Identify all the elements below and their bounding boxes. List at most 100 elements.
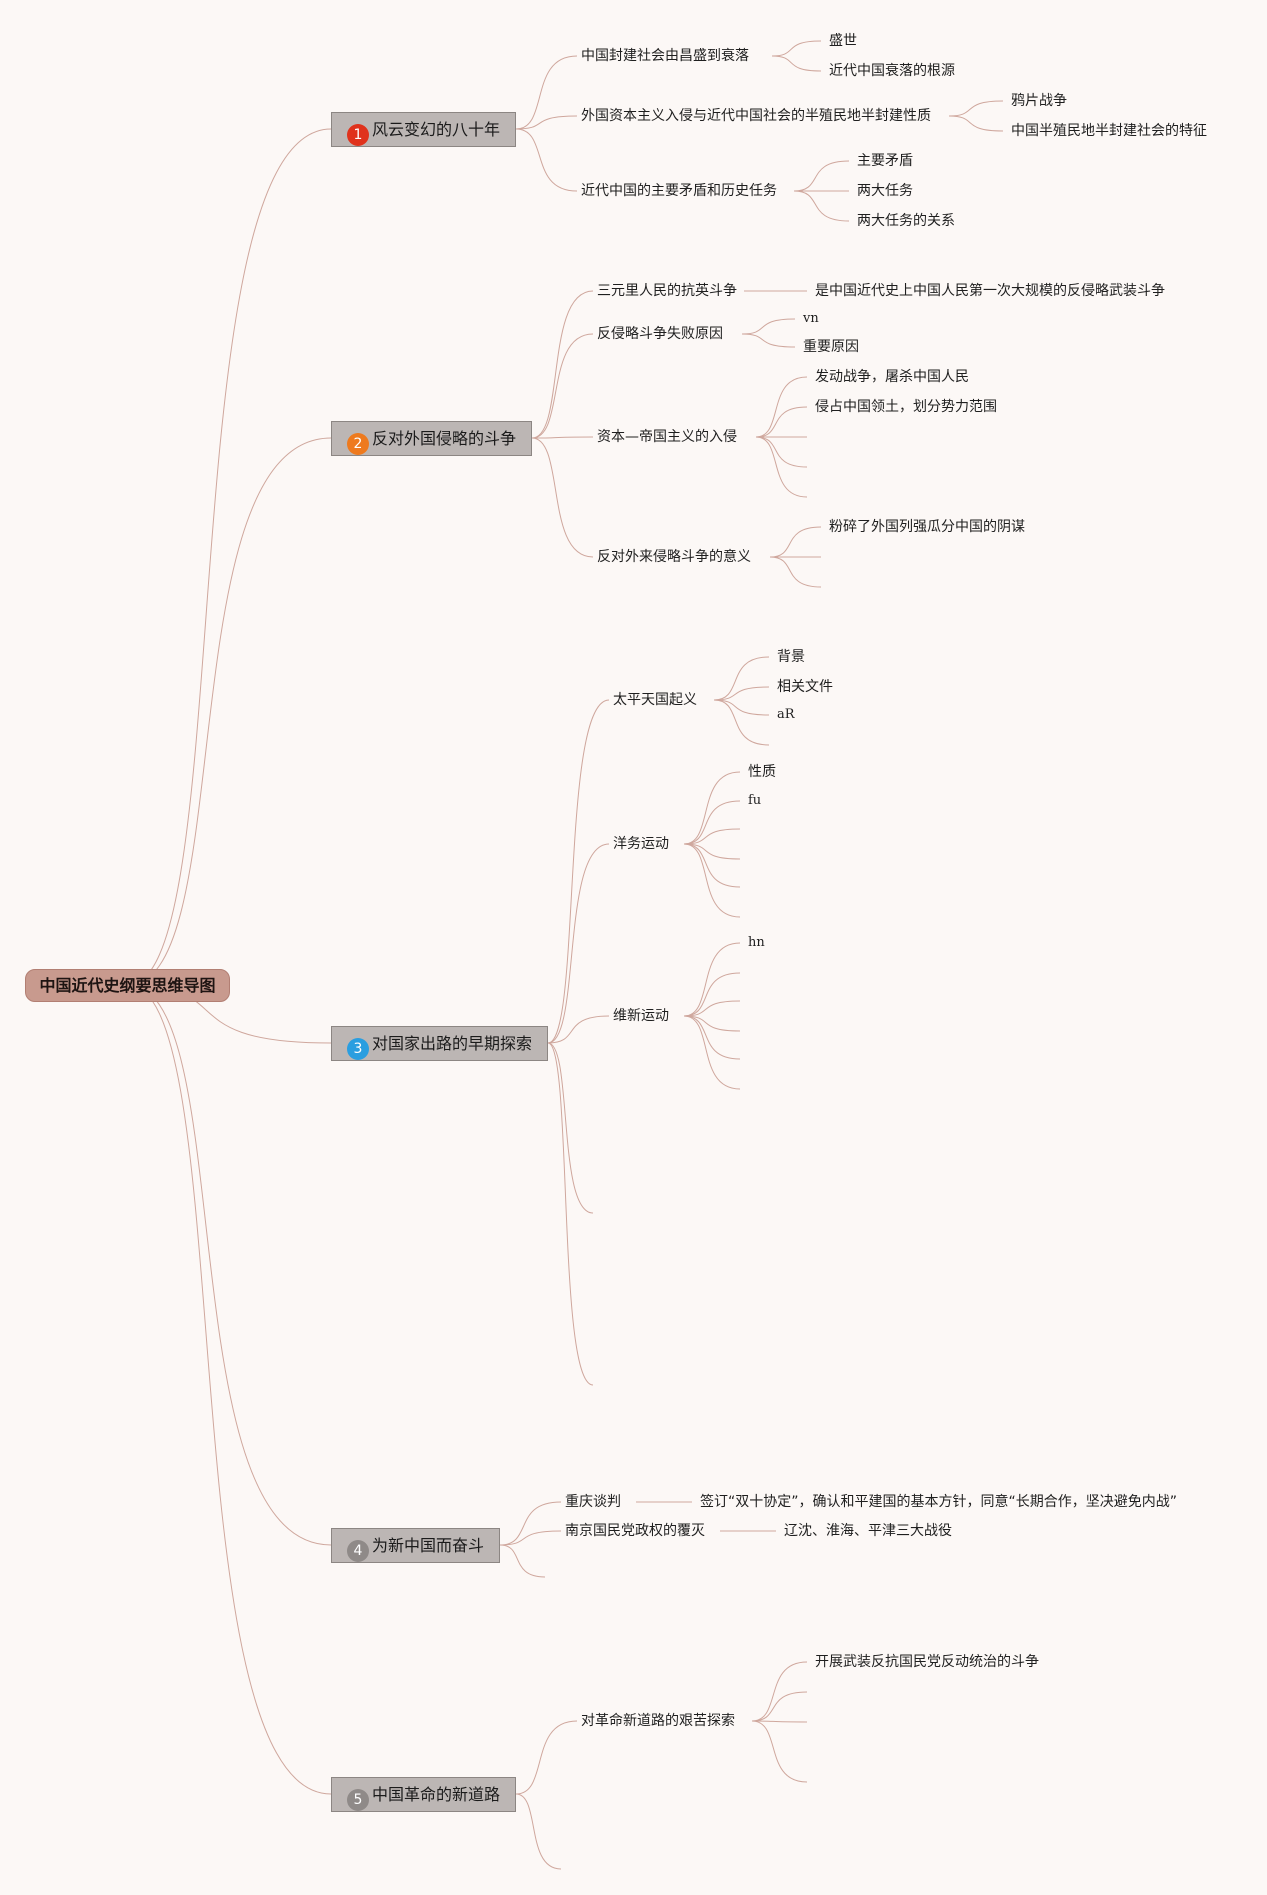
link-topic-1-1-leaf-2 bbox=[771, 55, 822, 72]
topic-node-4-2[interactable]: 南京国民党政权的覆灭 bbox=[565, 1523, 705, 1539]
topic-node-5-1[interactable]: 对革命新道路的艰苦探索 bbox=[581, 1713, 735, 1729]
link-chapter-2-topic-1 bbox=[531, 290, 594, 439]
leaf-node-1-2-1[interactable]: 鸦片战争 bbox=[1011, 93, 1067, 109]
leaf-node-3-1-1[interactable]: 背景 bbox=[777, 649, 805, 665]
leaf-node-1-3-1[interactable]: 主要矛盾 bbox=[857, 153, 913, 169]
link-topic-2-3-leaf-2 bbox=[755, 406, 808, 438]
link-topic-1-3-leaf-3 bbox=[793, 190, 850, 222]
leaf-node-5-1-1[interactable]: 开展武装反抗国民党反动统治的斗争 bbox=[815, 1654, 1039, 1670]
number-badge-icon: 3 bbox=[347, 1038, 369, 1060]
link-topic-3-1-leaf-2 bbox=[713, 686, 770, 701]
link-topic-1-1-leaf-1 bbox=[771, 40, 822, 57]
link-chapter-1-topic-2 bbox=[515, 115, 578, 130]
topic-node-3-3[interactable]: 维新运动 bbox=[613, 1008, 669, 1024]
number-badge-icon: 1 bbox=[347, 124, 369, 146]
link-topic-3-2-leaf-1 bbox=[683, 771, 741, 845]
link-chapter-2-topic-4 bbox=[531, 437, 594, 558]
topic-node-2-1[interactable]: 三元里人民的抗英斗争 bbox=[597, 283, 737, 299]
link-topic-3-2-leaf-4 bbox=[683, 843, 741, 860]
leaf-node-3-1-3[interactable]: aR bbox=[777, 707, 795, 722]
topic-node-1-1[interactable]: 中国封建社会由昌盛到衰落 bbox=[581, 48, 749, 64]
link-topic-2-3-leaf-1 bbox=[755, 376, 808, 438]
topic-node-3-2[interactable]: 洋务运动 bbox=[613, 836, 669, 852]
topic-node-4-1[interactable]: 重庆谈判 bbox=[565, 1494, 621, 1510]
link-topic-2-2-leaf-2 bbox=[741, 333, 796, 348]
leaf-node-2-3-1[interactable]: 发动战争，屠杀中国人民 bbox=[815, 369, 969, 385]
leaf-node-3-3-1[interactable]: hn bbox=[748, 935, 765, 950]
leaf-node-2-2-2[interactable]: 重要原因 bbox=[803, 339, 859, 355]
link-topic-3-3-leaf-3 bbox=[683, 1000, 741, 1017]
link-topic-3-2-leaf-2 bbox=[683, 800, 741, 845]
link-topic-2-3-leaf-4 bbox=[755, 436, 808, 468]
link-chapter-2-topic-3 bbox=[531, 436, 594, 439]
link-topic-5-1-leaf-3 bbox=[751, 1720, 808, 1723]
leaf-node-2-2-1[interactable]: vn bbox=[803, 311, 819, 326]
chapter-title: 为新中国而奋斗 bbox=[372, 1536, 485, 1555]
chapter-title: 风云变幻的八十年 bbox=[372, 120, 501, 139]
chapter-title: 对国家出路的早期探索 bbox=[372, 1034, 533, 1053]
number-badge-icon: 5 bbox=[347, 1789, 369, 1811]
link-root-chapter-5 bbox=[127, 984, 332, 1795]
link-topic-1-2-leaf-1 bbox=[948, 100, 1004, 117]
leaf-node-2-3-2[interactable]: 侵占中国领土，划分势力范围 bbox=[815, 399, 997, 415]
root-node[interactable]: 中国近代史纲要思维导图 bbox=[25, 969, 230, 1002]
leaf-node-3-2-1[interactable]: 性质 bbox=[748, 764, 776, 780]
link-topic-3-2-leaf-5 bbox=[683, 843, 741, 888]
leaf-node-2-1-1[interactable]: 是中国近代史上中国人民第一次大规模的反侵略武装斗争 bbox=[815, 283, 1165, 299]
link-topic-3-3-leaf-2 bbox=[683, 972, 741, 1017]
leaf-node-1-3-2[interactable]: 两大任务 bbox=[857, 183, 913, 199]
leaf-node-3-1-2[interactable]: 相关文件 bbox=[777, 679, 833, 695]
topic-node-1-2[interactable]: 外国资本主义入侵与近代中国社会的半殖民地半封建性质 bbox=[581, 108, 931, 124]
leaf-node-4-1-1[interactable]: 签订“双十协定”，确认和平建国的基本方针，同意“长期合作，坚决避免内战” bbox=[700, 1494, 1178, 1510]
link-chapter-3-topic-5 bbox=[547, 1042, 594, 1386]
leaf-node-1-1-1[interactable]: 盛世 bbox=[829, 33, 857, 49]
link-topic-2-4-leaf-1 bbox=[769, 526, 822, 558]
link-chapter-3-topic-3 bbox=[547, 1015, 610, 1044]
chapter-title: 反对外国侵略的斗争 bbox=[372, 429, 517, 448]
number-badge-icon: 4 bbox=[347, 1540, 369, 1562]
link-topic-3-3-leaf-5 bbox=[683, 1015, 741, 1060]
topic-node-3-1[interactable]: 太平天国起义 bbox=[613, 692, 697, 708]
link-chapter-2-topic-2 bbox=[531, 333, 594, 439]
leaf-node-1-1-2[interactable]: 近代中国衰落的根源 bbox=[829, 63, 955, 79]
leaf-node-4-2-1[interactable]: 辽沈、淮海、平津三大战役 bbox=[784, 1523, 952, 1539]
chapter-title: 中国革命的新道路 bbox=[372, 1785, 501, 1804]
topic-node-2-2[interactable]: 反侵略斗争失败原因 bbox=[597, 326, 723, 342]
link-chapter-3-topic-1 bbox=[547, 699, 610, 1044]
link-topic-2-4-leaf-3 bbox=[769, 556, 822, 588]
link-topic-1-2-leaf-2 bbox=[948, 115, 1004, 132]
link-topic-5-1-leaf-2 bbox=[751, 1691, 808, 1722]
link-chapter-4-topic-2 bbox=[499, 1530, 562, 1546]
topic-node-2-3[interactable]: 资本—帝国主义的入侵 bbox=[597, 429, 737, 445]
link-topic-3-2-leaf-6 bbox=[683, 843, 741, 918]
link-topic-5-1-leaf-1 bbox=[751, 1661, 808, 1722]
link-topic-3-3-leaf-6 bbox=[683, 1015, 741, 1090]
link-topic-3-3-leaf-1 bbox=[683, 942, 741, 1017]
leaf-node-1-3-3[interactable]: 两大任务的关系 bbox=[857, 213, 955, 229]
leaf-node-1-2-2[interactable]: 中国半殖民地半封建社会的特征 bbox=[1011, 123, 1207, 139]
link-root-chapter-2 bbox=[127, 437, 332, 986]
link-root-chapter-4 bbox=[127, 984, 332, 1546]
topic-node-1-3[interactable]: 近代中国的主要矛盾和历史任务 bbox=[581, 183, 777, 199]
link-chapter-1-topic-3 bbox=[515, 128, 578, 192]
link-chapter-5-topic-1 bbox=[515, 1720, 578, 1795]
link-topic-2-3-leaf-5 bbox=[755, 436, 808, 498]
link-topic-1-3-leaf-1 bbox=[793, 160, 850, 192]
link-chapter-3-topic-4 bbox=[547, 1042, 594, 1214]
link-chapter-3-topic-2 bbox=[547, 843, 610, 1044]
number-badge-icon: 2 bbox=[347, 433, 369, 455]
link-chapter-4-topic-1 bbox=[499, 1501, 562, 1546]
link-topic-3-2-leaf-3 bbox=[683, 828, 741, 845]
topic-node-2-4[interactable]: 反对外来侵略斗争的意义 bbox=[597, 549, 751, 565]
leaf-node-2-4-1[interactable]: 粉碎了外国列强瓜分中国的阴谋 bbox=[829, 519, 1025, 535]
leaf-node-3-2-2[interactable]: fu bbox=[748, 793, 762, 808]
link-chapter-4-topic-3 bbox=[499, 1544, 546, 1578]
link-topic-3-3-leaf-4 bbox=[683, 1015, 741, 1032]
link-chapter-5-topic-2 bbox=[515, 1793, 562, 1870]
